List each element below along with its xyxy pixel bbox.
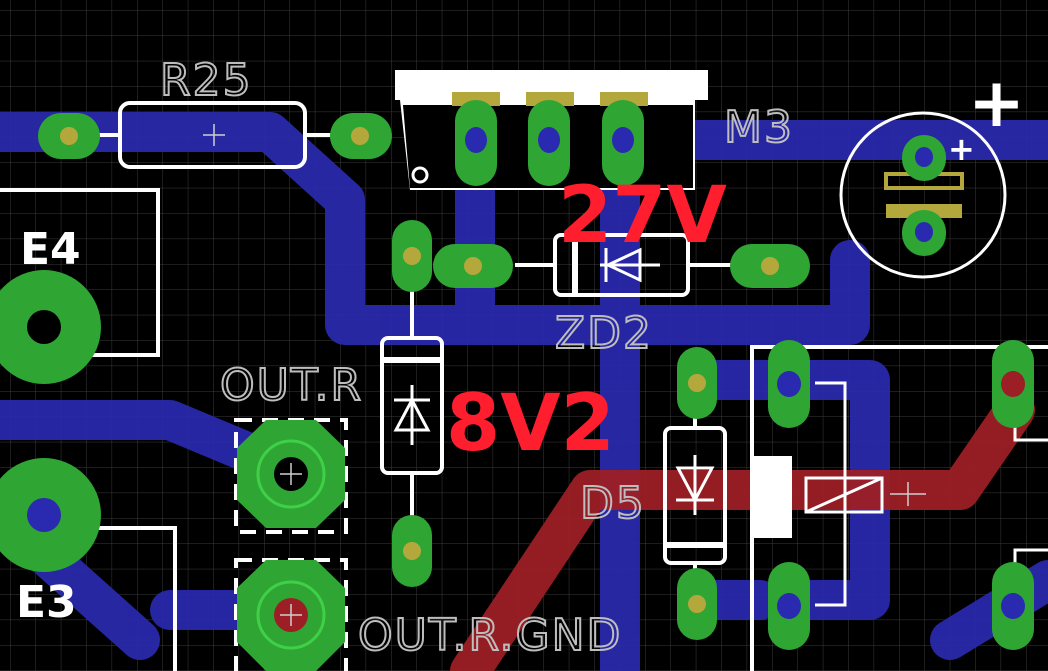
- pad-cap-1: [902, 135, 946, 181]
- label-r25: R25: [160, 55, 253, 106]
- label-m3: M3: [724, 102, 794, 153]
- pad-m3-2: [528, 100, 570, 186]
- label-e3: E3: [16, 577, 77, 628]
- pad-zd2-1: [433, 244, 513, 288]
- pad-relay-1: [768, 340, 810, 428]
- label-out-r: OUT.R: [220, 360, 363, 411]
- pad-d5-2: [677, 568, 717, 640]
- pad-e3: [0, 458, 101, 572]
- pad-r25-2: [330, 113, 392, 159]
- regulator-pin-tabs: [452, 92, 648, 106]
- pad-m3-1: [455, 100, 497, 186]
- value-27v: 27V: [558, 171, 727, 261]
- diode-symbols: [393, 247, 715, 515]
- label-out-r-gnd: OUT.R.GND: [358, 610, 622, 661]
- pad-zd2-2: [730, 244, 810, 288]
- pad-8v2-2: [392, 515, 432, 587]
- pads: [0, 100, 1034, 671]
- pad-relay-2: [768, 562, 810, 650]
- pad-cap-2: [902, 210, 946, 256]
- pad-8v2-1: [392, 220, 432, 292]
- label-d5: D5: [580, 478, 646, 529]
- pad-m3-3: [602, 100, 644, 186]
- value-8v2: 8V2: [446, 379, 615, 469]
- label-e4: E4: [20, 224, 81, 275]
- pad-d5-1: [677, 347, 717, 419]
- pad-e4: [0, 270, 101, 384]
- label-cap-plus-small: +: [948, 130, 975, 168]
- origin-crosshairs: [203, 124, 926, 626]
- label-cap-plus-large: +: [968, 64, 1025, 143]
- pad-relay-3: [992, 340, 1034, 428]
- pad-r25-1: [38, 113, 100, 159]
- label-zd2: ZD2: [555, 308, 653, 359]
- pad-relay-4: [992, 562, 1034, 650]
